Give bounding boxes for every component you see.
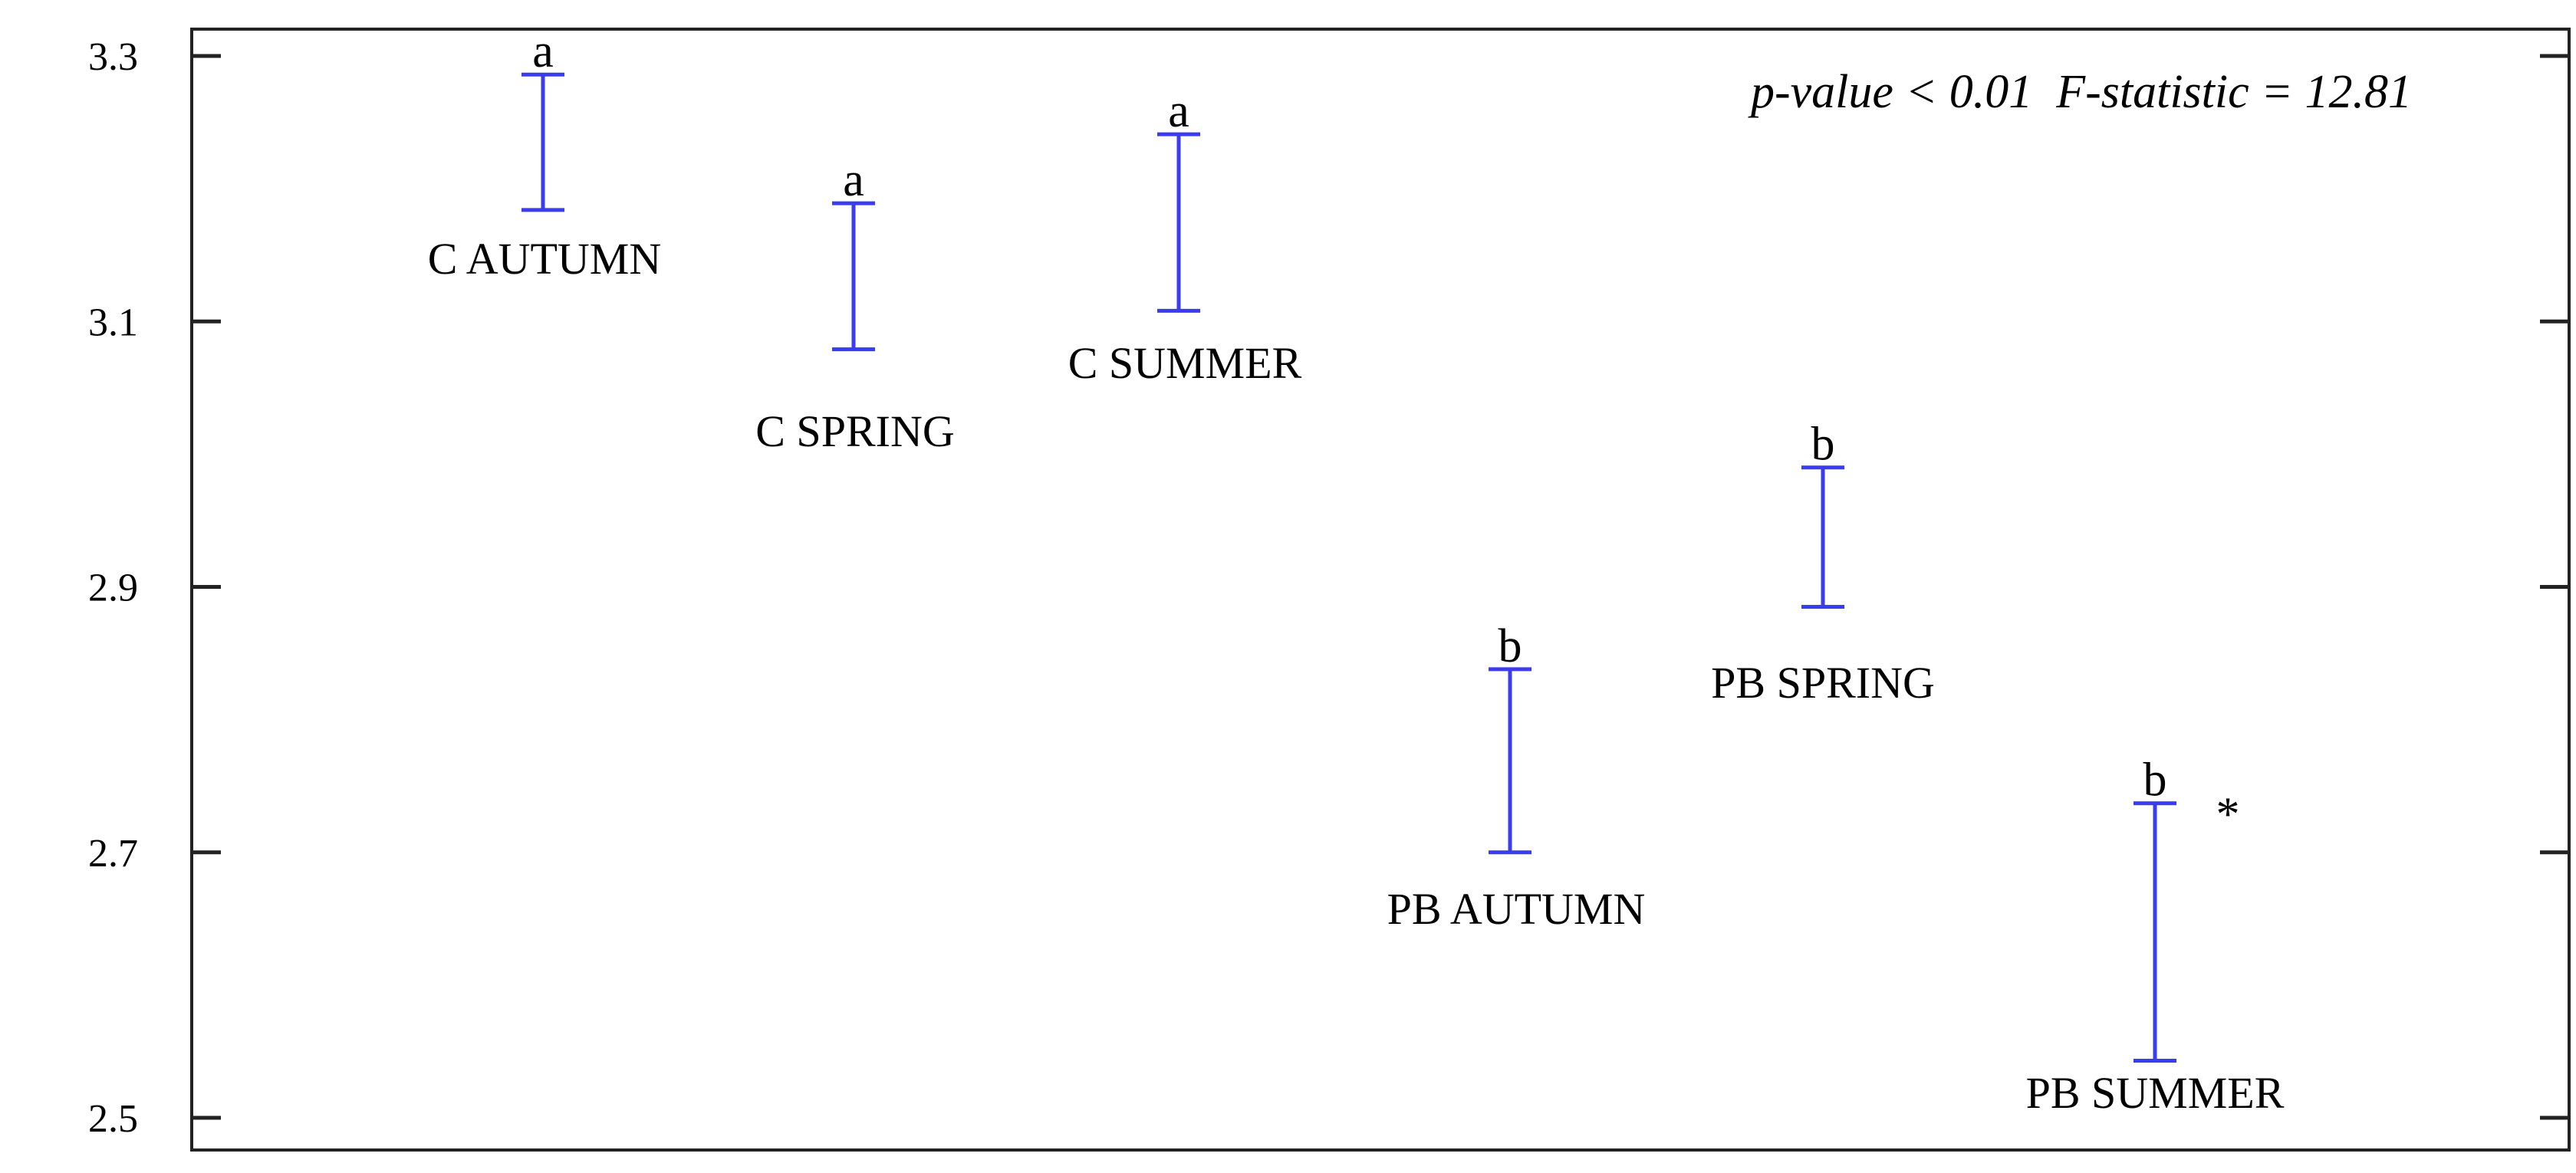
- error-bar-group: [1157, 132, 1200, 313]
- significance-letter: a: [532, 25, 554, 77]
- asterisk-marker: *: [2216, 789, 2240, 841]
- stat-annotation: p-value < 0.01 F-statistic = 12.81: [1748, 66, 2412, 118]
- group-label: C AUTUMN: [428, 234, 662, 284]
- error-bar-group: [2134, 801, 2176, 1063]
- significance-letter: a: [1168, 85, 1189, 137]
- error-bars: [521, 72, 2176, 1063]
- error-bar-group: [832, 201, 875, 352]
- y-tick-label: 2.9: [88, 567, 138, 610]
- significance-letter: a: [843, 154, 864, 206]
- y-tick-label: 3.3: [88, 35, 138, 79]
- group-label: C SUMMER: [1068, 338, 1302, 388]
- plot-frame: [190, 28, 2571, 1152]
- error-bar-group: [1489, 667, 1531, 855]
- significance-letter: b: [2143, 754, 2167, 807]
- significance-letter: b: [1499, 620, 1522, 672]
- y-axis: 3.3 3.1 2.9 2.7 2.5: [88, 35, 2569, 1141]
- group-label: PB AUTUMN: [1387, 884, 1646, 934]
- y-tick-label: 3.1: [88, 301, 138, 344]
- y-tick-label: 2.5: [88, 1097, 138, 1141]
- error-bar-group: [521, 72, 564, 212]
- significance-letter: b: [1811, 419, 1835, 471]
- group-label: PB SPRING: [1711, 658, 1935, 708]
- group-label: PB SUMMER: [2026, 1068, 2285, 1118]
- group-label: C SPRING: [755, 406, 954, 456]
- y-tick-label: 2.7: [88, 832, 138, 876]
- error-bar-group: [1801, 465, 1844, 609]
